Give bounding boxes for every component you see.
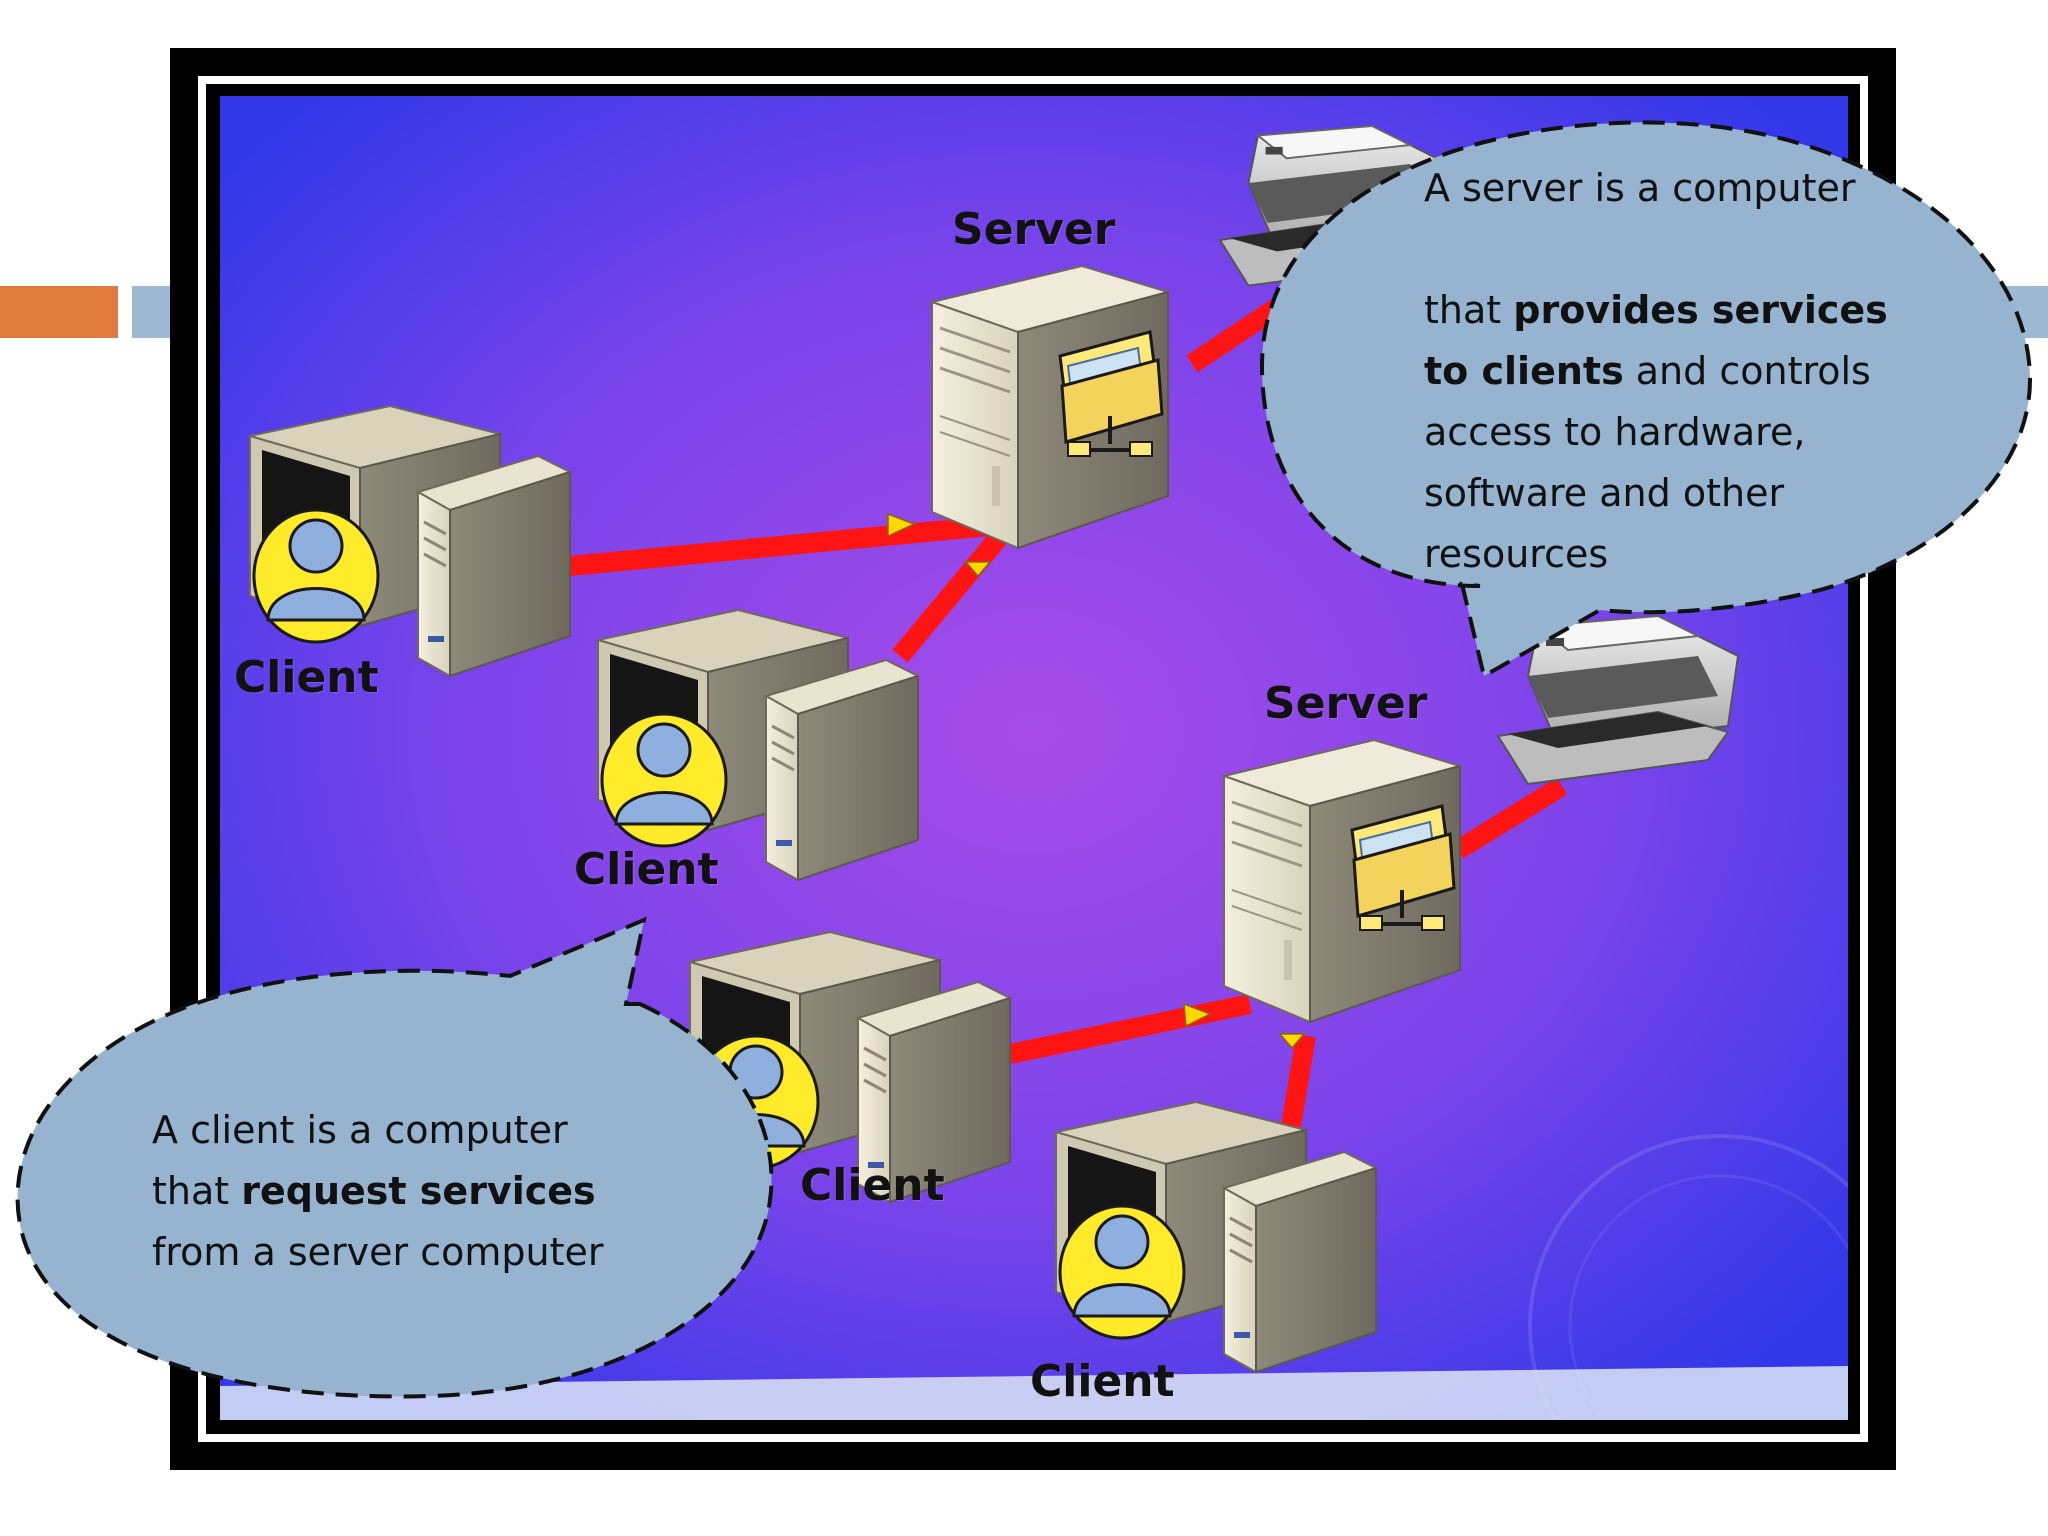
arrow-client2 — [964, 561, 992, 578]
client-callout-line-2-pre: that — [152, 1169, 242, 1213]
server-callout-line-3-post: and controls — [1623, 349, 1871, 393]
client-label-2: Client — [574, 844, 719, 895]
accent-bar-orange — [0, 286, 118, 338]
floor-strip — [220, 1366, 1848, 1420]
client-label-3: Client — [800, 1160, 945, 1211]
client-callout-bubble — [15, 916, 774, 1399]
client-callout-line-2-bold: request services — [241, 1169, 596, 1213]
arrow-client4 — [1278, 1033, 1306, 1050]
link-client2-server-top — [892, 529, 1008, 663]
server-callout-line-3-bold: to clients — [1424, 349, 1624, 393]
server-callout-line-4: access to hardware, — [1424, 410, 1806, 454]
server-label-bottom: Server — [1264, 678, 1428, 729]
server-callout-line-2-bold: provides services — [1513, 288, 1888, 332]
link-client3-server-bottom — [1007, 994, 1253, 1064]
server-callout-line-2-pre: that — [1424, 288, 1514, 332]
arrow-client1 — [887, 512, 916, 538]
server-callout-bubble — [1259, 120, 2033, 680]
client-label-1: Client — [234, 652, 379, 703]
arrow-client3 — [1183, 1002, 1212, 1028]
server-callout-line-1: A server is a computer — [1424, 166, 1856, 210]
client-callout-text: A client is a computer that request serv… — [152, 1100, 604, 1283]
server-callout-line-6: resources — [1424, 532, 1609, 576]
link-client4-server-bottom — [1280, 1034, 1316, 1134]
server-callout-line-5: software and other — [1424, 471, 1785, 515]
client-callout-line-3: from a server computer — [152, 1230, 604, 1274]
link-client1-server-top — [569, 514, 1011, 576]
link-arrows — [887, 512, 1306, 1050]
server-callout-text: A server is a computer that provides ser… — [1424, 158, 1888, 585]
link-server-bottom-printer-bottom — [1452, 777, 1568, 859]
server-label-top: Server — [952, 204, 1116, 255]
watermark-seal — [1528, 1134, 1848, 1420]
client-label-4: Client — [1030, 1356, 1175, 1407]
client-callout-line-1: A client is a computer — [152, 1108, 568, 1152]
